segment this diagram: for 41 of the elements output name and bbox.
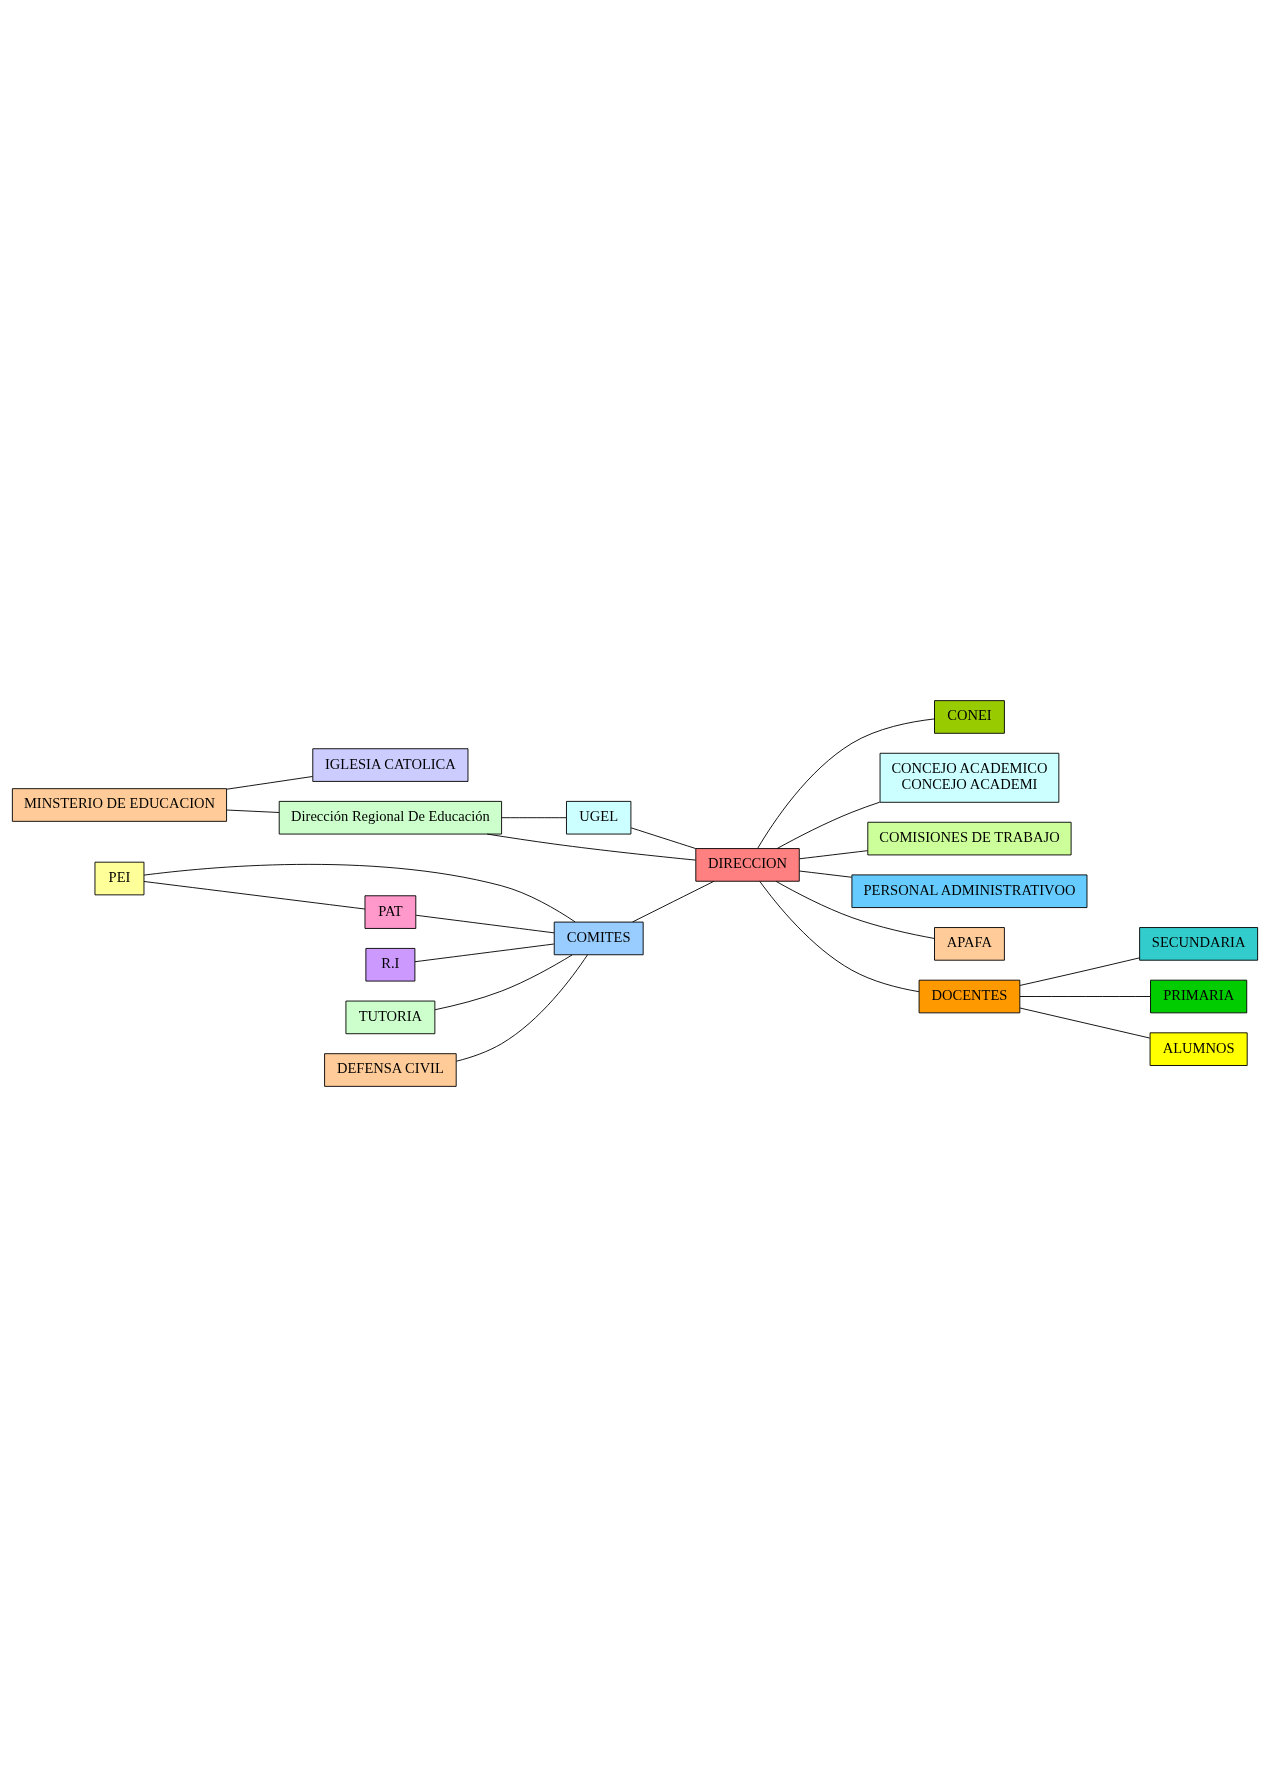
node-box: COMITES bbox=[553, 921, 644, 955]
connector bbox=[414, 943, 555, 962]
connector bbox=[630, 826, 697, 849]
connector bbox=[776, 801, 881, 849]
node-box: MINSTERIO DE EDUCACION bbox=[11, 787, 228, 822]
connector bbox=[501, 816, 567, 818]
node-box: COMISIONES DE TRABAJO bbox=[867, 821, 1072, 855]
node-box: R.I bbox=[365, 947, 416, 982]
connector bbox=[757, 717, 935, 849]
connector bbox=[226, 809, 280, 813]
connector bbox=[799, 849, 868, 859]
connector bbox=[456, 953, 588, 1062]
node-box: PERSONAL ADMINISTRATIVOO bbox=[851, 873, 1088, 908]
node-box: DOCENTES bbox=[918, 979, 1021, 1013]
node-box: PRIMARIA bbox=[1150, 979, 1248, 1013]
connector bbox=[1019, 956, 1140, 986]
connector bbox=[415, 914, 555, 933]
connector bbox=[1019, 995, 1151, 997]
connector bbox=[799, 870, 853, 878]
connector bbox=[226, 775, 313, 790]
node-box: UGEL bbox=[566, 800, 632, 834]
node-box: IGLESIA CATOLICA bbox=[312, 747, 469, 782]
connector bbox=[1019, 1007, 1151, 1038]
connector bbox=[143, 880, 366, 909]
node-box: PAT bbox=[364, 894, 417, 929]
node-box: CONCEJO ACADEMICO CONCEJO ACADEMI bbox=[879, 752, 1060, 803]
connector bbox=[486, 833, 696, 861]
node-box: DIRECCION bbox=[695, 847, 800, 882]
node-box: Dirección Regional De Educación bbox=[278, 800, 503, 834]
node-box: APAFA bbox=[934, 926, 1005, 961]
node-box: CONEI bbox=[934, 699, 1005, 734]
node-box: SECUNDARIA bbox=[1139, 926, 1259, 961]
node-box: PEI bbox=[94, 861, 145, 895]
node-box: DEFENSA CIVIL bbox=[324, 1052, 457, 1087]
connector bbox=[434, 953, 573, 1010]
node-box: ALUMNOS bbox=[1149, 1031, 1248, 1066]
connector bbox=[759, 880, 920, 992]
connector bbox=[632, 880, 715, 922]
connector bbox=[775, 880, 935, 939]
connector bbox=[143, 863, 576, 922]
node-box: TUTORIA bbox=[345, 1000, 436, 1034]
